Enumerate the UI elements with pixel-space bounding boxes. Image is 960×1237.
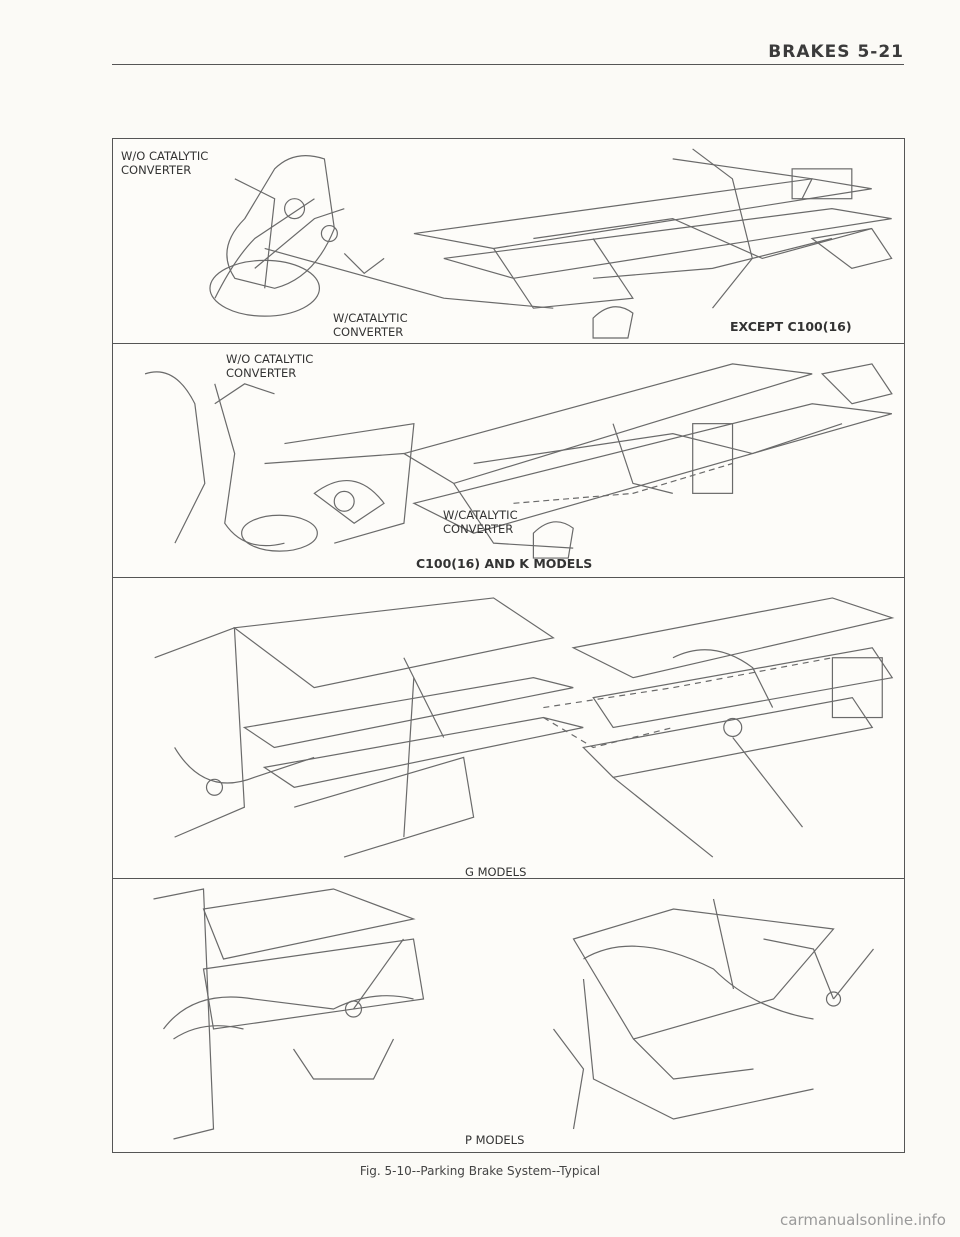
drawing-except-c100 bbox=[209, 148, 893, 339]
parking-brake-figure: W/O CATALYTIC CONVERTER W/CATALYTIC CONV… bbox=[112, 138, 905, 1153]
figure-caption: Fig. 5-10--Parking Brake System--Typical bbox=[359, 1164, 601, 1178]
panel-except-c100: W/O CATALYTIC CONVERTER W/CATALYTIC CONV… bbox=[113, 139, 904, 344]
page-title: BRAKES 5-21 bbox=[768, 42, 904, 62]
panel-c100-k-models: W/O CATALYTIC CONVERTER W/CATALYTIC CONV… bbox=[113, 344, 904, 578]
panel-p-models: P MODELS bbox=[113, 879, 904, 1154]
watermark: carmanualsonline.info bbox=[780, 1211, 946, 1229]
header-rule bbox=[112, 64, 904, 65]
label-c100-k-models: C100(16) AND K MODELS bbox=[416, 556, 593, 571]
label-w-catalytic-converter: W/CATALYTIC CONVERTER bbox=[443, 508, 518, 536]
drawing-p-models bbox=[153, 888, 874, 1140]
panel-g-models: G MODELS bbox=[113, 578, 904, 879]
label-p-models: P MODELS bbox=[465, 1133, 525, 1147]
label-wo-catalytic-converter: W/O CATALYTIC CONVERTER bbox=[226, 352, 314, 380]
label-wo-catalytic-converter: W/O CATALYTIC CONVERTER bbox=[121, 149, 209, 177]
label-w-catalytic-converter: W/CATALYTIC CONVERTER bbox=[333, 311, 408, 339]
page-header: BRAKES 5-21 bbox=[112, 40, 904, 66]
label-except-c100: EXCEPT C100(16) bbox=[730, 319, 852, 334]
drawing-c100-k-models bbox=[144, 363, 893, 559]
drawing-g-models bbox=[154, 597, 895, 858]
label-g-models: G MODELS bbox=[465, 865, 527, 879]
